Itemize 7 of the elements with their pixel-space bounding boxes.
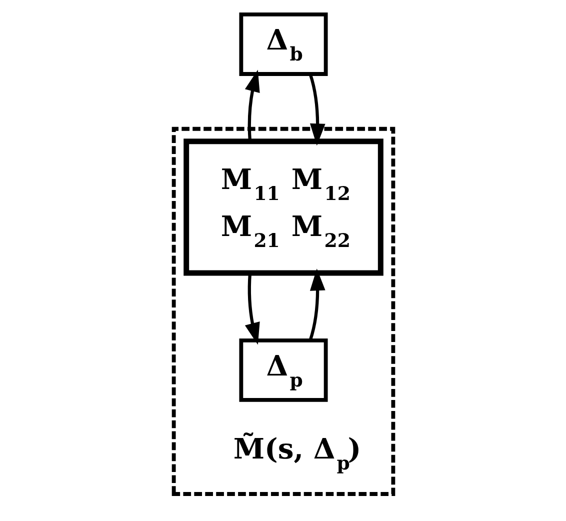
arrow: [308, 74, 325, 146]
arrow: [244, 70, 260, 141]
node-box: Δ$_{b}$: [238, 12, 328, 76]
node-box: Δ$_{p}$: [238, 338, 328, 402]
arrow: [244, 273, 260, 345]
node-box: M$_{11}$ M$_{12}$ M$_{21}$ M$_{22}$: [183, 138, 383, 276]
arrow: [308, 268, 325, 341]
